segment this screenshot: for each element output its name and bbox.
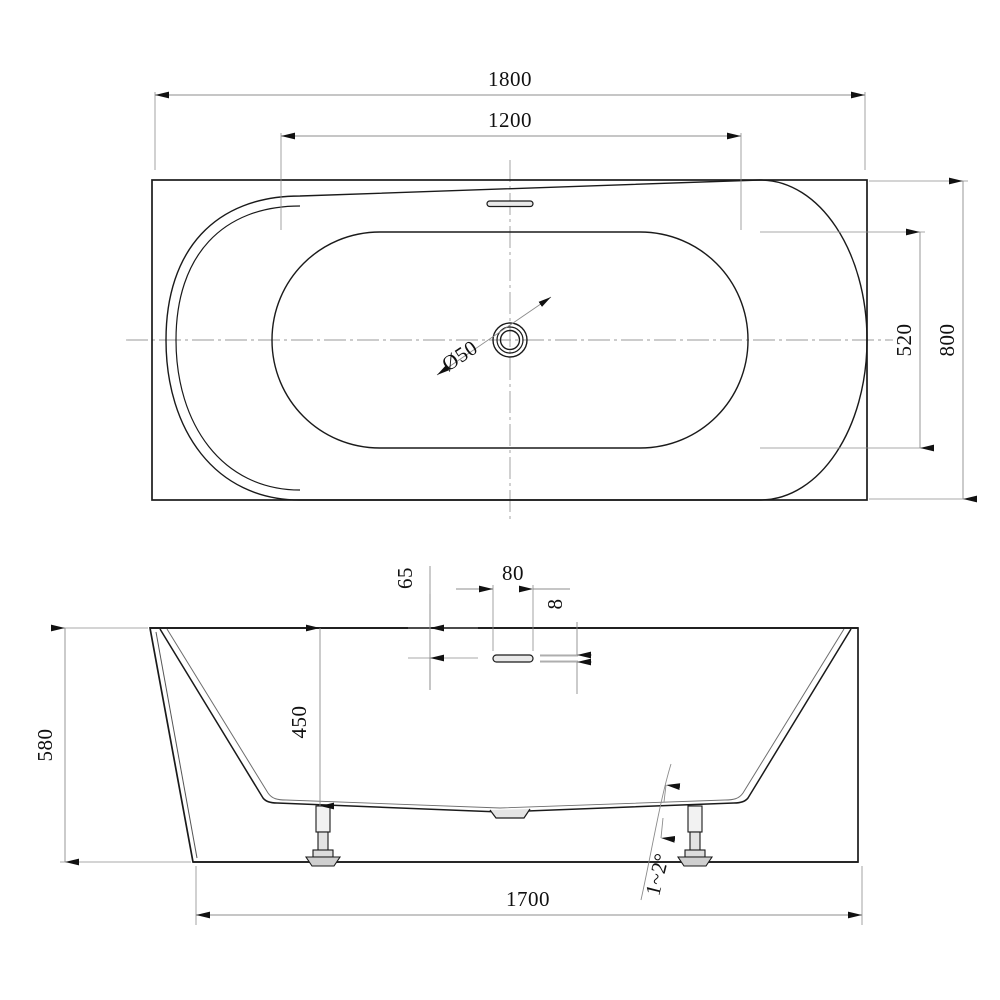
label-800: 800 bbox=[935, 324, 959, 357]
elevation-inner-wall-right bbox=[733, 628, 852, 804]
dim-overall-length: 1800 bbox=[154, 67, 866, 170]
adjustable-foot-left bbox=[304, 805, 342, 867]
elevation-overflow-slot bbox=[492, 654, 578, 663]
label-580: 580 bbox=[33, 729, 57, 762]
dim-overflow-height: 8 bbox=[540, 599, 592, 694]
plan-view: Ø50 1800 1200 520 bbox=[126, 67, 977, 520]
label-1200: 1200 bbox=[488, 108, 532, 132]
label-450: 450 bbox=[287, 706, 311, 739]
plan-inner-basin-contour bbox=[271, 231, 749, 449]
elevation-view: 65 80 8 450 bbox=[33, 561, 863, 925]
slope-arrow-lower bbox=[660, 817, 676, 843]
label-80: 80 bbox=[502, 561, 524, 585]
dim-overall-height: 580 bbox=[33, 624, 191, 866]
dim-base-length: 1700 bbox=[195, 866, 863, 925]
dim-overflow-width: 80 bbox=[456, 561, 570, 651]
elevation-basin-floor-offset bbox=[285, 799, 726, 809]
plan-rim-offset-contour bbox=[175, 205, 301, 491]
elevation-left-panel-inner-edge bbox=[155, 631, 198, 859]
label-520: 520 bbox=[892, 324, 916, 357]
dim-inner-width: 520 bbox=[760, 228, 934, 452]
dim-inner-length: 1200 bbox=[280, 108, 742, 230]
elevation-inner-wall-left-offset bbox=[166, 628, 287, 801]
dim-overall-width: 800 bbox=[869, 177, 977, 503]
elevation-outer-shell bbox=[148, 627, 859, 863]
plan-outer-rim-contour bbox=[165, 179, 868, 501]
plan-centerlines bbox=[126, 160, 893, 520]
elevation-drain-recess bbox=[489, 808, 531, 819]
plan-overflow-slot bbox=[486, 200, 534, 208]
label-1800: 1800 bbox=[488, 67, 532, 91]
slope-arrow-upper bbox=[663, 783, 681, 803]
label-65: 65 bbox=[393, 567, 417, 589]
label-8: 8 bbox=[543, 599, 567, 610]
elevation-inner-wall-right-offset bbox=[724, 628, 845, 801]
label-1700: 1700 bbox=[506, 887, 550, 911]
adjustable-foot-right bbox=[676, 805, 714, 867]
label-slope-angle: 1~2° bbox=[640, 851, 674, 898]
dim-overflow-offset: 65 bbox=[393, 566, 478, 690]
elevation-inner-wall-left bbox=[159, 628, 278, 804]
dim-inner-depth: 450 bbox=[287, 624, 334, 810]
dim-bottom-slope: 1~2° bbox=[640, 763, 681, 901]
slope-leader-line bbox=[640, 763, 672, 901]
